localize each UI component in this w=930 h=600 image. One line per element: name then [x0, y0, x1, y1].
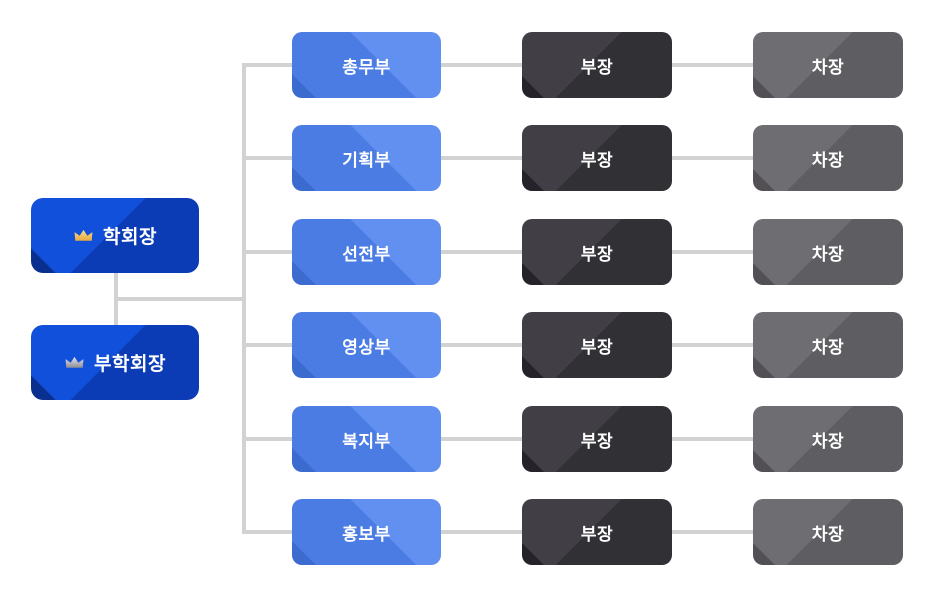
node-label: 부학회장 — [94, 354, 166, 375]
node-deputy: 차장 — [753, 125, 903, 191]
connector-branch — [242, 343, 296, 347]
node-deputy: 차장 — [753, 219, 903, 285]
connector-manager-deputy — [672, 437, 753, 441]
crown-silver-icon — [64, 355, 85, 370]
connector-dept-manager — [441, 63, 522, 67]
connector-branch — [242, 530, 296, 534]
node-manager: 부장 — [522, 406, 672, 472]
crown-gold-icon — [73, 228, 94, 243]
connector-dept-manager — [441, 156, 522, 160]
node-deputy: 차장 — [753, 312, 903, 378]
node-department: 선전부 — [292, 219, 441, 285]
connector-manager-deputy — [672, 343, 753, 347]
connector-manager-deputy — [672, 63, 753, 67]
node-department: 복지부 — [292, 406, 441, 472]
node-manager: 부장 — [522, 499, 672, 565]
node-department: 홍보부 — [292, 499, 441, 565]
node-manager: 부장 — [522, 219, 672, 285]
connector-dept-manager — [441, 530, 522, 534]
node-manager: 부장 — [522, 312, 672, 378]
node-manager: 부장 — [522, 125, 672, 191]
node-deputy: 차장 — [753, 32, 903, 98]
node-vice-president: 부학회장 — [31, 325, 199, 400]
node-deputy: 차장 — [753, 406, 903, 472]
node-department: 영상부 — [292, 312, 441, 378]
connector-dept-manager — [441, 250, 522, 254]
node-president: 학회장 — [31, 198, 199, 273]
connector-branch — [242, 437, 296, 441]
connector-dept-manager — [441, 437, 522, 441]
node-department: 총무부 — [292, 32, 441, 98]
node-label: 학회장 — [103, 227, 157, 248]
connector-branch — [242, 156, 296, 160]
connector-manager-deputy — [672, 530, 753, 534]
node-deputy: 차장 — [753, 499, 903, 565]
connector-branch — [242, 63, 296, 67]
connector-branch — [242, 250, 296, 254]
connector-manager-deputy — [672, 250, 753, 254]
node-manager: 부장 — [522, 32, 672, 98]
node-department: 기획부 — [292, 125, 441, 191]
connector-dept-manager — [441, 343, 522, 347]
connector-manager-deputy — [672, 156, 753, 160]
connector-executives-horizontal — [114, 297, 246, 301]
